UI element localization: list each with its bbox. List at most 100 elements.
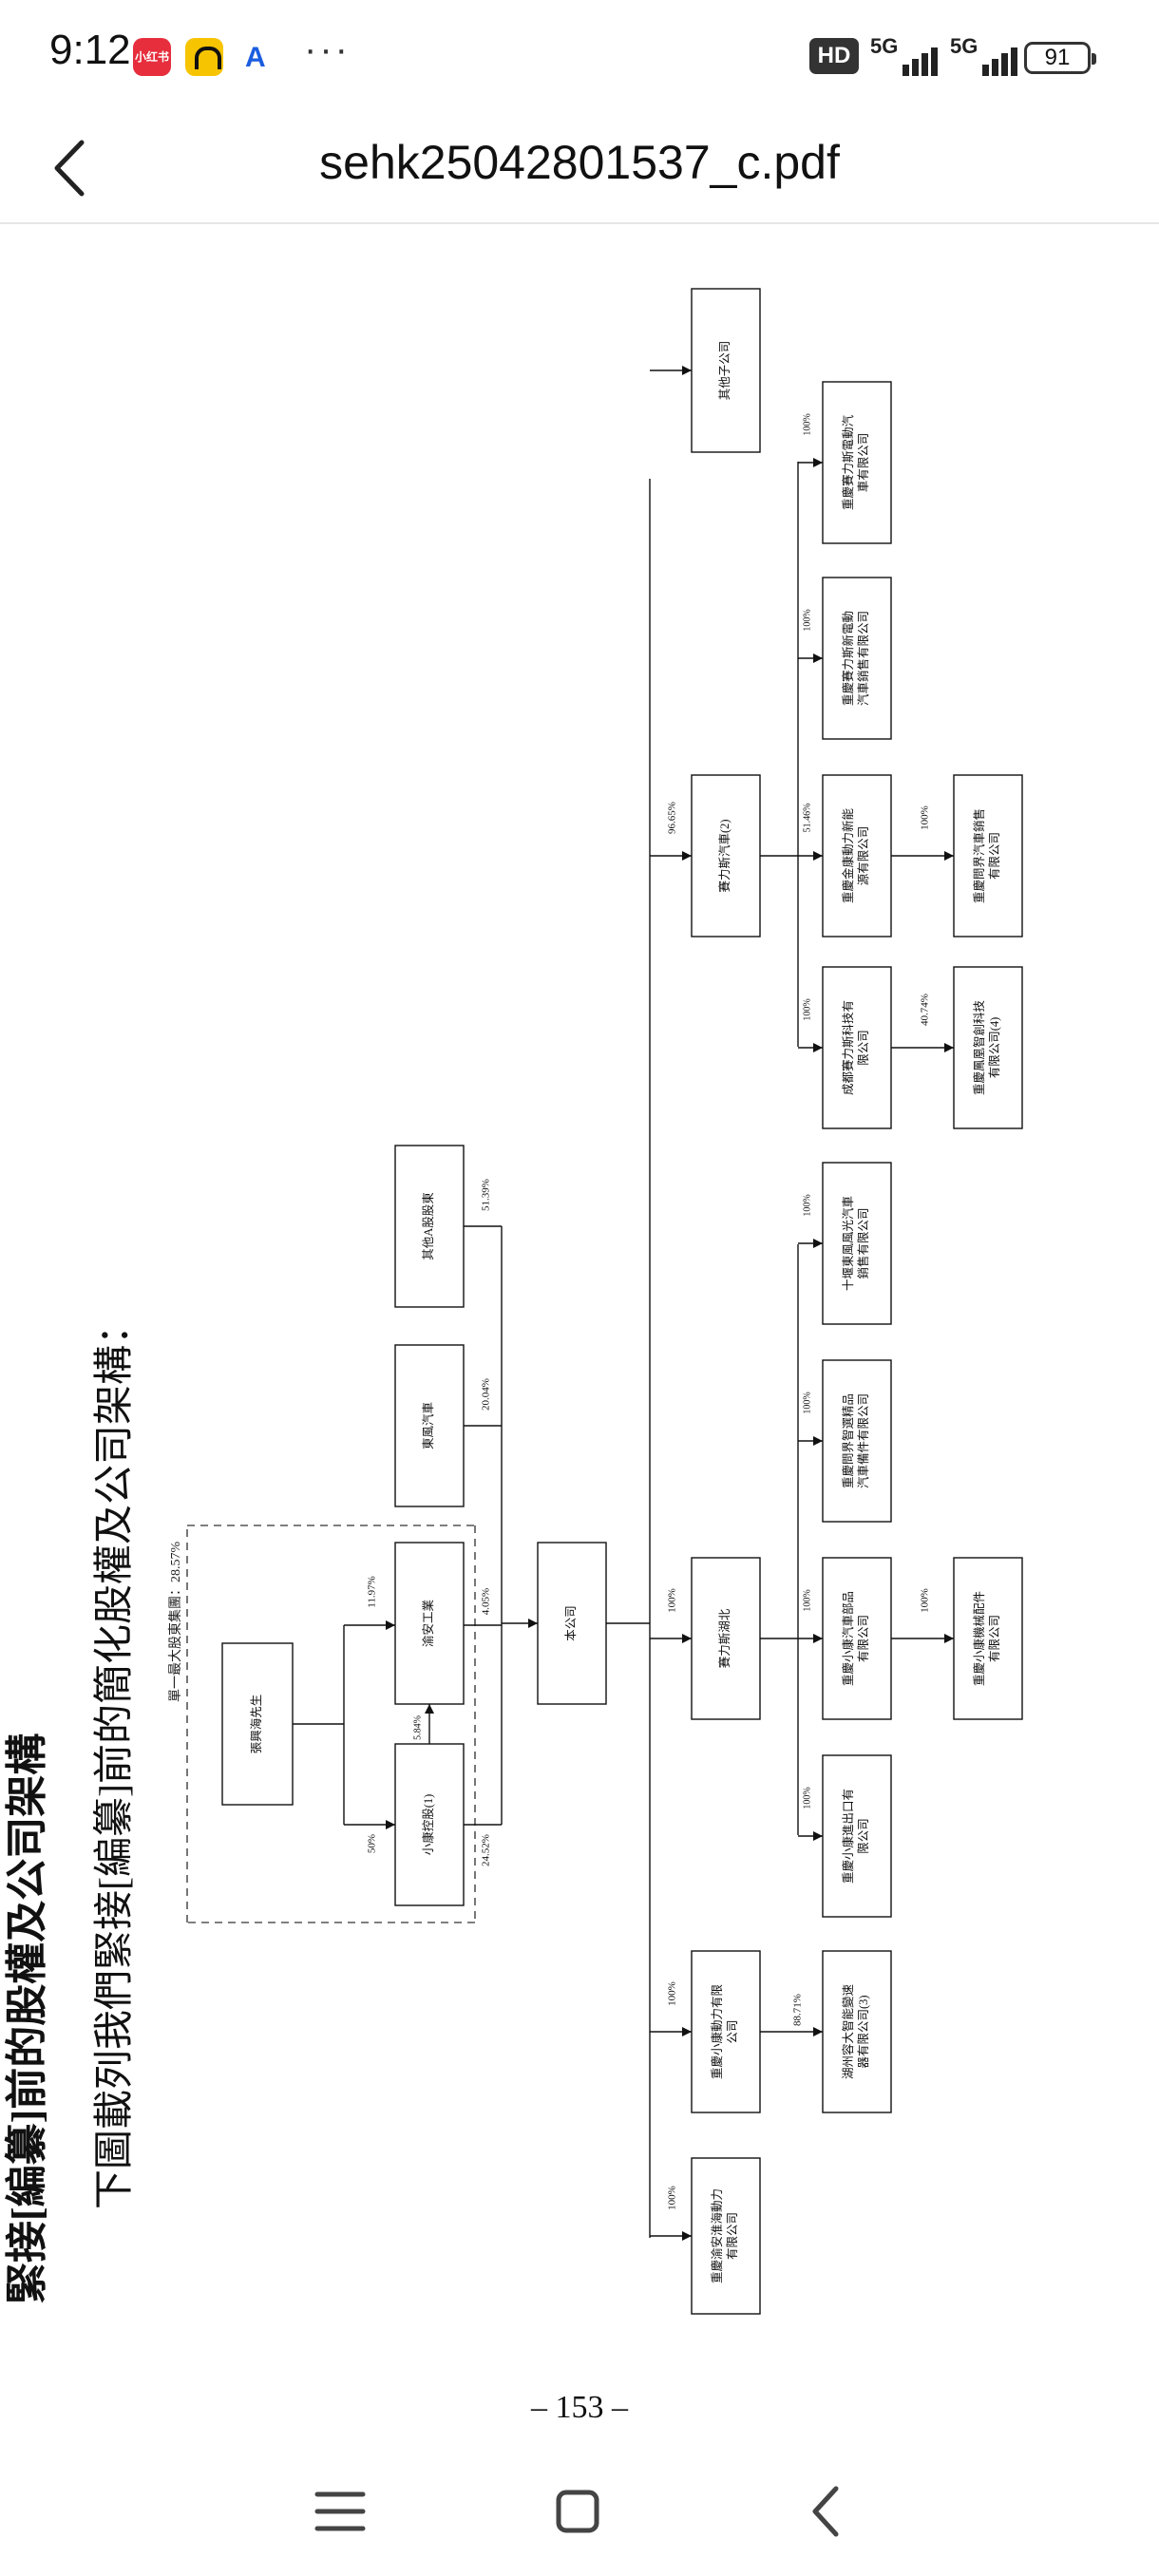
arrowhead	[813, 1634, 823, 1643]
arrowhead	[813, 1043, 823, 1052]
arrowhead	[682, 1634, 692, 1643]
back-arrow-icon[interactable]	[44, 135, 101, 201]
node-c2-label: 重慶小康動力有限	[710, 1984, 724, 2080]
node-g8[interactable]	[822, 577, 892, 740]
node-dongfeng-label: 東風汽車	[421, 1402, 435, 1449]
pct-1197: 11.97%	[367, 1576, 378, 1608]
node-g5[interactable]	[822, 1162, 892, 1325]
node-company[interactable]	[537, 1542, 607, 1705]
home-icon[interactable]	[540, 2473, 616, 2549]
node-g7[interactable]	[822, 774, 892, 938]
node-g1[interactable]	[822, 1950, 892, 2113]
node-c4[interactable]	[691, 774, 761, 938]
node-c4-label: 賽力斯汽車(2)	[717, 819, 732, 892]
arrowhead	[528, 1619, 538, 1628]
pct-5139: 51.39%	[481, 1179, 492, 1211]
shareholding-structure-chart: 張興海先生小康控股(1)渝安工業東風汽車其他A股股東本公司50%11.97%5.…	[186, 288, 1023, 2315]
node-c1[interactable]	[691, 2157, 761, 2315]
pdf-page[interactable]: 緊接[編纂]前的股權及公司架構 下圖載列我們緊接[編纂]前的簡化股權及公司架構：…	[0, 224, 1159, 2447]
node-gg2-label: 有限公司(4)	[988, 1017, 1001, 1079]
node-g3-pct: 100%	[802, 1589, 812, 1611]
node-g9-label: 重慶賽力斯電動汽	[841, 415, 855, 511]
signal-icon-2: 5G	[950, 34, 1022, 78]
node-c1-label: 有限公司	[726, 2212, 739, 2260]
pct-2004: 20.04%	[481, 1378, 492, 1411]
more-notifications-icon: ···	[304, 28, 351, 70]
node-g8-pct: 100%	[802, 609, 812, 631]
node-g6-label: 限公司	[857, 1030, 870, 1066]
status-time: 9:12	[49, 27, 131, 73]
node-gg1-pct: 100%	[920, 1588, 931, 1613]
node-g2[interactable]	[822, 1754, 892, 1918]
arrowhead	[682, 366, 692, 375]
node-g9[interactable]	[822, 381, 892, 544]
arrowhead	[682, 2027, 692, 2036]
arrowhead	[944, 1634, 954, 1643]
node-gg2[interactable]	[953, 966, 1023, 1129]
arrowhead	[813, 2027, 823, 2036]
node-g1-label: 器有限公司(3)	[857, 1995, 870, 2068]
arrowhead	[813, 851, 823, 861]
node-g6-label: 成都賽力斯科技有	[841, 1000, 855, 1095]
node-g6[interactable]	[822, 966, 892, 1129]
page-number: – 153 –	[531, 2390, 628, 2425]
arrowhead	[944, 851, 954, 861]
node-c1-pct: 100%	[667, 2186, 678, 2210]
node-g9-pct: 100%	[802, 413, 812, 435]
node-g4-label: 重慶問界智選精品	[841, 1393, 855, 1488]
menu-icon[interactable]	[302, 2473, 378, 2549]
node-xiaokang-label: 小康控股(1)	[421, 1794, 435, 1856]
arrowhead	[682, 851, 692, 861]
node-g4[interactable]	[822, 1359, 892, 1523]
node-g3-label: 有限公司	[857, 1615, 870, 1662]
node-gg3-label: 有限公司	[988, 832, 1001, 880]
node-c3-pct: 100%	[667, 1588, 678, 1613]
node-others-a[interactable]	[394, 1145, 465, 1308]
node-g2-pct: 100%	[802, 1787, 812, 1809]
network-type-label-2: 5G	[950, 34, 978, 58]
node-c3-label: 賽力斯湖北	[717, 1608, 732, 1668]
arrowhead	[813, 1436, 823, 1446]
arrowhead	[813, 458, 823, 467]
node-c3[interactable]	[691, 1557, 761, 1720]
document-title: sehk25042801537_c.pdf	[319, 136, 840, 189]
node-zhang-label: 張興海先生	[249, 1695, 263, 1754]
pct-8871: 88.71%	[792, 1994, 804, 2026]
xiaohongshu-app-icon: 小红书	[133, 38, 171, 76]
network-type-label: 5G	[870, 34, 899, 58]
node-c1-label: 重慶渝安淮海動力	[710, 2188, 724, 2283]
node-g8-label: 汽車銷售有限公司	[856, 611, 870, 706]
node-gg2-pct: 40.74%	[920, 994, 931, 1026]
node-g1-label: 湖州容大智能變速	[841, 1984, 855, 2080]
node-gg3[interactable]	[953, 774, 1023, 938]
arrowhead	[425, 1704, 434, 1714]
back-nav-icon[interactable]	[790, 2473, 866, 2549]
node-gg1-label: 重慶小康機械配件	[972, 1591, 986, 1686]
arrowhead	[813, 1239, 823, 1248]
node-c5-label: 其他子公司	[718, 341, 732, 401]
arrowhead	[682, 2231, 692, 2241]
node-c4-pct: 96.65%	[667, 802, 678, 834]
node-c5[interactable]	[691, 288, 761, 453]
status-bar: 9:12 小红书 ··· HD 5G 5G 91	[0, 0, 1159, 114]
map-app-icon	[238, 38, 276, 76]
node-yuan-label: 渝安工業	[421, 1600, 435, 1648]
node-xiaokang[interactable]	[394, 1743, 465, 1906]
pct-584: 5.84%	[412, 1715, 423, 1740]
node-g6-pct: 100%	[802, 998, 812, 1020]
yellow-app-icon	[185, 38, 223, 76]
arrowhead	[813, 653, 823, 663]
navigation-bar	[0, 2447, 1159, 2576]
node-gg1[interactable]	[953, 1557, 1023, 1720]
node-g7-label: 源有限公司	[857, 826, 870, 886]
node-g7-pct: 51.46%	[802, 804, 812, 833]
node-company-label: 本公司	[564, 1605, 578, 1641]
node-g5-label: 銷售有限公司	[856, 1207, 870, 1279]
pct-2452: 24.52%	[481, 1834, 492, 1866]
node-g2-label: 重慶小康進出口有	[841, 1789, 855, 1884]
node-g9-label: 車有限公司	[857, 433, 870, 493]
pct-50: 50%	[367, 1834, 378, 1853]
node-yuan[interactable]	[394, 1542, 465, 1705]
arrowhead	[813, 1831, 823, 1841]
node-g3[interactable]	[822, 1557, 892, 1720]
